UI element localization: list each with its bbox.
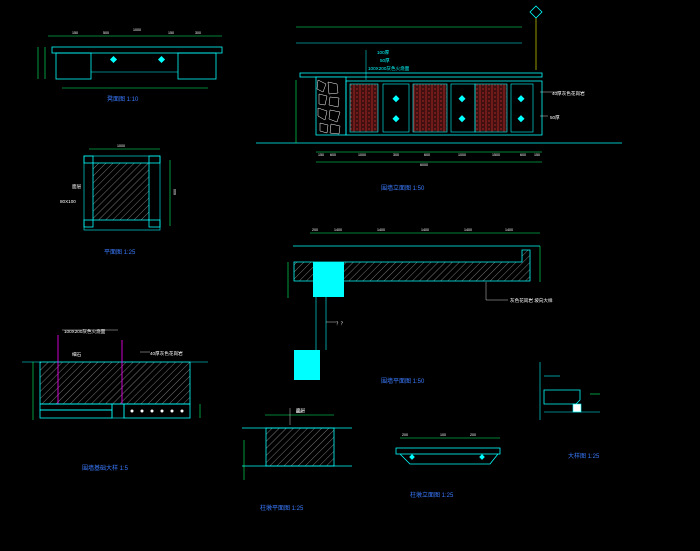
caption-wall-elevation: 围墙立面图 1:50 xyxy=(381,184,425,192)
dim-label: 1400 xyxy=(377,228,385,232)
gravel-texture xyxy=(130,409,184,413)
label-face-b: 面层 xyxy=(296,408,306,414)
caption-bench-top: 凳面图 1:10 xyxy=(107,95,139,103)
dim-label: 1400 xyxy=(421,228,429,232)
dim-label: 1000 xyxy=(458,153,466,157)
dim-label: 150 xyxy=(168,31,174,35)
dim-label: 1000 xyxy=(133,28,141,32)
dim-label: 600 xyxy=(330,153,336,157)
label-100thick: 100厚 xyxy=(377,50,390,56)
dim-label: 600 xyxy=(173,189,177,195)
label-50thick: 50厚 xyxy=(380,58,390,64)
caption-pier-elevation: 柱墩立面图 1:25 xyxy=(410,491,454,499)
north-arrow-icon xyxy=(529,5,543,19)
dim-label: 200 xyxy=(470,433,476,437)
label-40-granite-b: 40厚灰色花岗岩 xyxy=(150,350,183,357)
dim-label: 1400 xyxy=(505,228,513,232)
caption-wall-footing: 围墙基础大样 1:5 xyxy=(82,464,129,472)
label-100x200: 100X200灰色火烧面 xyxy=(368,65,410,72)
dim-label: 300 xyxy=(393,153,399,157)
dim-label: 150 xyxy=(318,153,324,157)
caption-cap-detail: 大样图 1:25 xyxy=(568,452,600,460)
dim-label: 150 xyxy=(72,31,78,35)
label-40-granite: 40厚灰色花岗岩 xyxy=(552,90,585,97)
bench-top-dimensions: 150 500 1000 150 300 xyxy=(72,28,201,35)
label-fine-stone: 细石 xyxy=(72,351,82,358)
dim-label: 600 xyxy=(424,153,430,157)
label-unknown: ？？ xyxy=(336,321,345,326)
dim-label: 100 xyxy=(440,433,446,437)
label-granite-slope: 灰色花岗岩 坡向大样 xyxy=(510,297,553,304)
cap-detail: 大样图 1:25 xyxy=(539,362,600,460)
wall-plan: 200 1400 1400 1400 1400 1400 ？？ 灰色花岗岩 坡向… xyxy=(287,228,553,385)
bench-plan-view: 1000 600 面层 80X100 平面图 1:25 xyxy=(60,144,177,256)
bench-top-view: 150 500 1000 150 300 凳面图 1:10 xyxy=(37,28,223,103)
post-block xyxy=(294,350,320,380)
plan-top-dimensions: 200 1400 1400 1400 1400 1400 xyxy=(312,228,513,232)
dim-label: 1400 xyxy=(334,228,342,232)
dim-label: 150 xyxy=(534,153,540,157)
label-50thick-b: 50厚 xyxy=(550,115,560,121)
label-80x100: 80X100 xyxy=(60,199,76,204)
dim-label: 200 xyxy=(402,433,408,437)
wall-elevation: 100厚 50厚 100X200灰色火烧面 40厚灰色花岗岩 50厚 xyxy=(256,5,622,192)
dim-label: 600 xyxy=(520,153,526,157)
stone-texture xyxy=(316,79,341,135)
dim-label: 500 xyxy=(103,31,109,35)
pillar-block xyxy=(313,262,344,297)
caption-bench-plan: 平面图 1:25 xyxy=(104,249,136,256)
pier-elevation: 200 100 200 柱墩立面图 1:25 xyxy=(395,433,501,499)
dim-label: 1400 xyxy=(464,228,472,232)
dim-label: 1000 xyxy=(358,153,366,157)
dim-label: 1500 xyxy=(492,153,500,157)
caption-wall-plan: 围墙平面图 1:50 xyxy=(381,377,425,385)
dim-label: 500 xyxy=(296,410,302,414)
label-100x200-b: 100X200灰色火烧面 xyxy=(64,328,106,335)
elevation-bottom-dimensions: 150 600 1000 300 600 1000 1500 600 150 xyxy=(318,153,540,157)
caption-pier-plan: 柱墩平面图 1:25 xyxy=(260,504,304,512)
label-face: 面层 xyxy=(72,184,82,190)
wall-footing-section: 100X200灰色火烧面 细石 40厚灰色花岗岩 围墙基础大样 1:5 xyxy=(22,328,208,472)
pier-plan: 500 面层 柱墩平面图 1:25 xyxy=(242,408,352,512)
dim-total: 6000 xyxy=(420,163,428,167)
dim-label: 300 xyxy=(195,31,201,35)
dim-label: 1000 xyxy=(117,144,125,148)
dim-label: 200 xyxy=(312,228,318,232)
